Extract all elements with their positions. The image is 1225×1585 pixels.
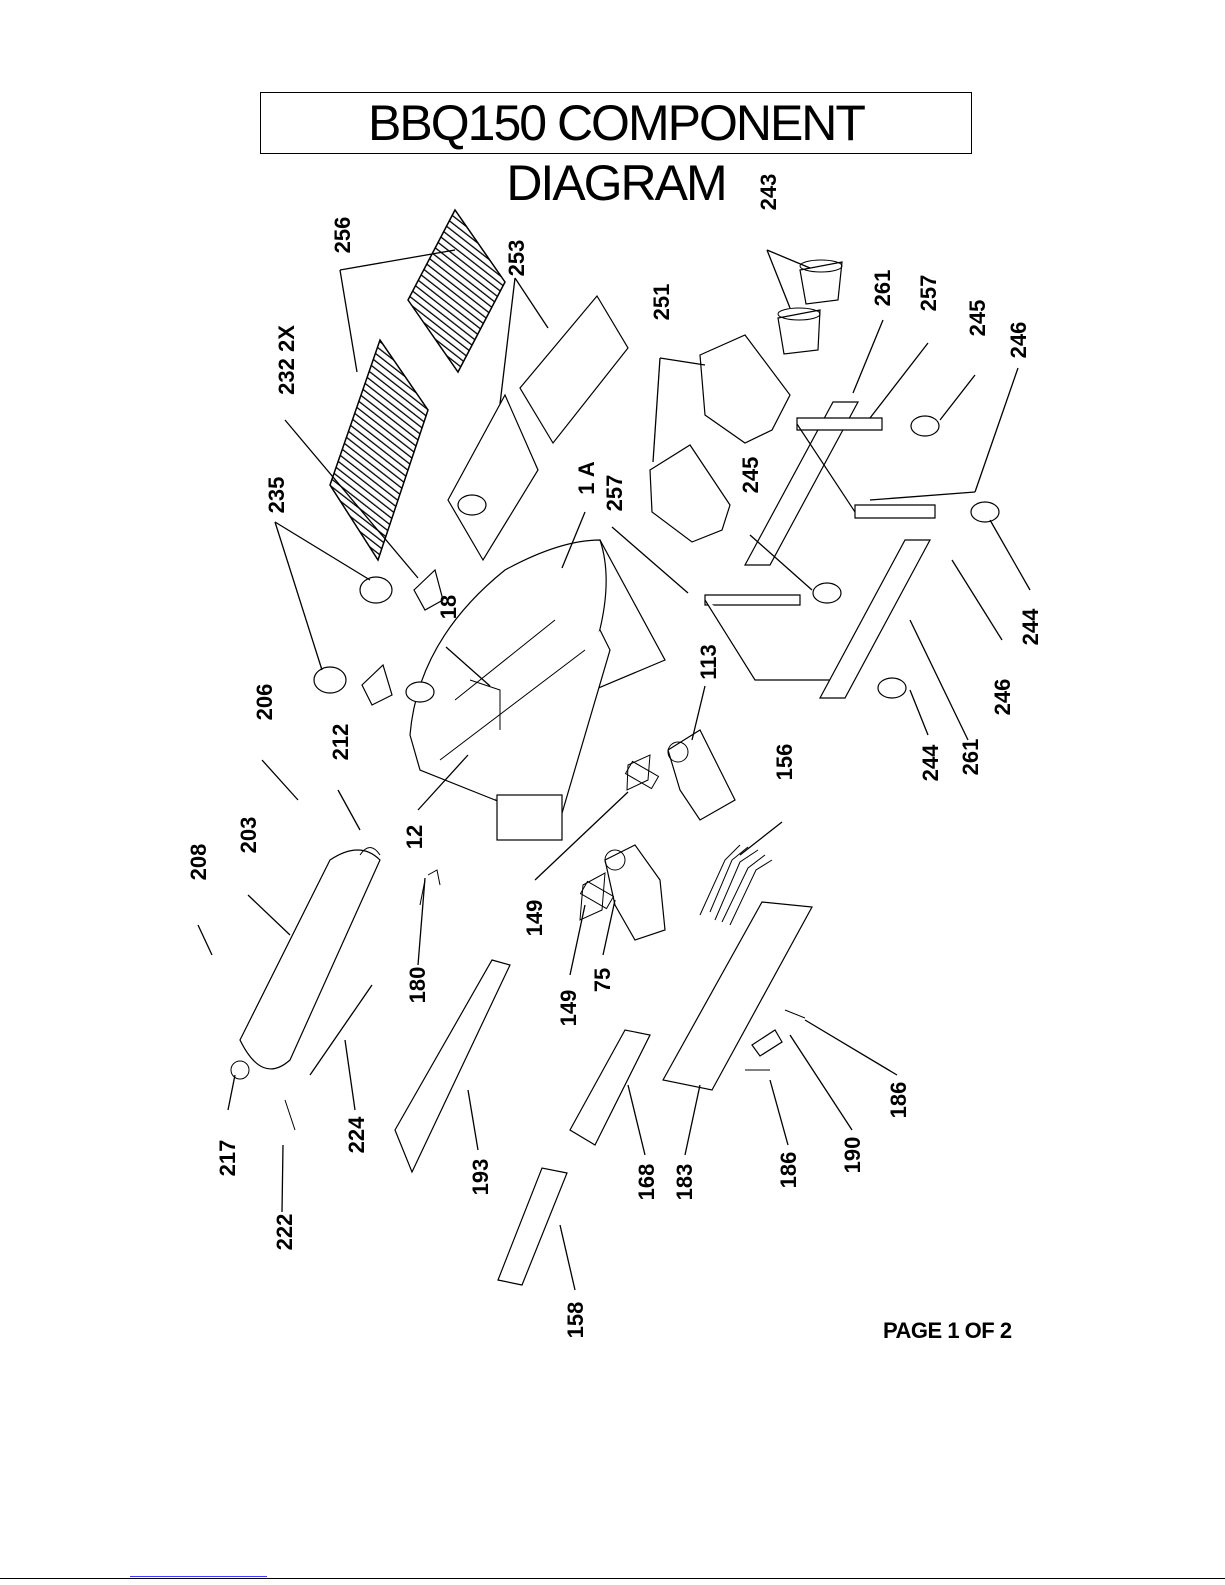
callout-1a: 1 A [574,461,599,495]
callout-257-top: 257 [916,275,941,312]
callout-75: 75 [590,968,615,992]
callout-186-right: 186 [886,1082,911,1119]
callout-256: 256 [330,217,355,254]
callout-183: 183 [672,1164,697,1201]
callout-206: 206 [252,684,277,721]
leader-lines [198,250,1030,1290]
callout-243: 243 [756,174,781,211]
callout-246-right: 246 [990,679,1015,716]
callout-261-bottom: 261 [958,739,983,776]
callout-246-top: 246 [1006,322,1031,359]
footer-divider [0,1578,1225,1579]
callout-212: 212 [328,724,353,761]
callout-253: 253 [504,240,529,277]
callout-235: 235 [264,477,289,514]
callout-244-bottom: 244 [918,744,943,781]
page-number-label: PAGE 1 OF 2 [883,1318,1012,1344]
callout-168: 168 [634,1164,659,1201]
callout-186-left: 186 [776,1152,801,1189]
callout-156: 156 [772,744,797,781]
callout-232-2x: 232 2X [274,325,299,395]
callout-251: 251 [649,284,674,321]
callout-245-top: 245 [965,300,990,337]
callout-190: 190 [840,1137,865,1174]
callout-149-lower: 149 [556,990,581,1027]
callout-224: 224 [344,1116,369,1153]
firebox-body [410,540,665,840]
leg-frames [705,402,935,698]
callout-158: 158 [563,1302,588,1339]
footer-link-underline[interactable] [130,1576,267,1577]
callout-12: 12 [402,825,427,849]
callout-149-upper: 149 [522,900,547,937]
callout-180: 180 [405,967,430,1004]
callout-257-mid: 257 [602,475,627,512]
callout-217: 217 [215,1140,240,1177]
callout-193: 193 [468,1159,493,1196]
callout-18: 18 [436,595,461,619]
side-shelves [650,335,790,542]
callout-208: 208 [186,844,211,881]
callout-203: 203 [236,817,261,854]
callout-245-mid: 245 [738,457,763,494]
callout-261-top: 261 [870,270,895,307]
buckets [778,260,842,354]
callout-113: 113 [696,644,721,680]
callout-244-right: 244 [1018,608,1043,645]
callout-222: 222 [272,1214,297,1251]
